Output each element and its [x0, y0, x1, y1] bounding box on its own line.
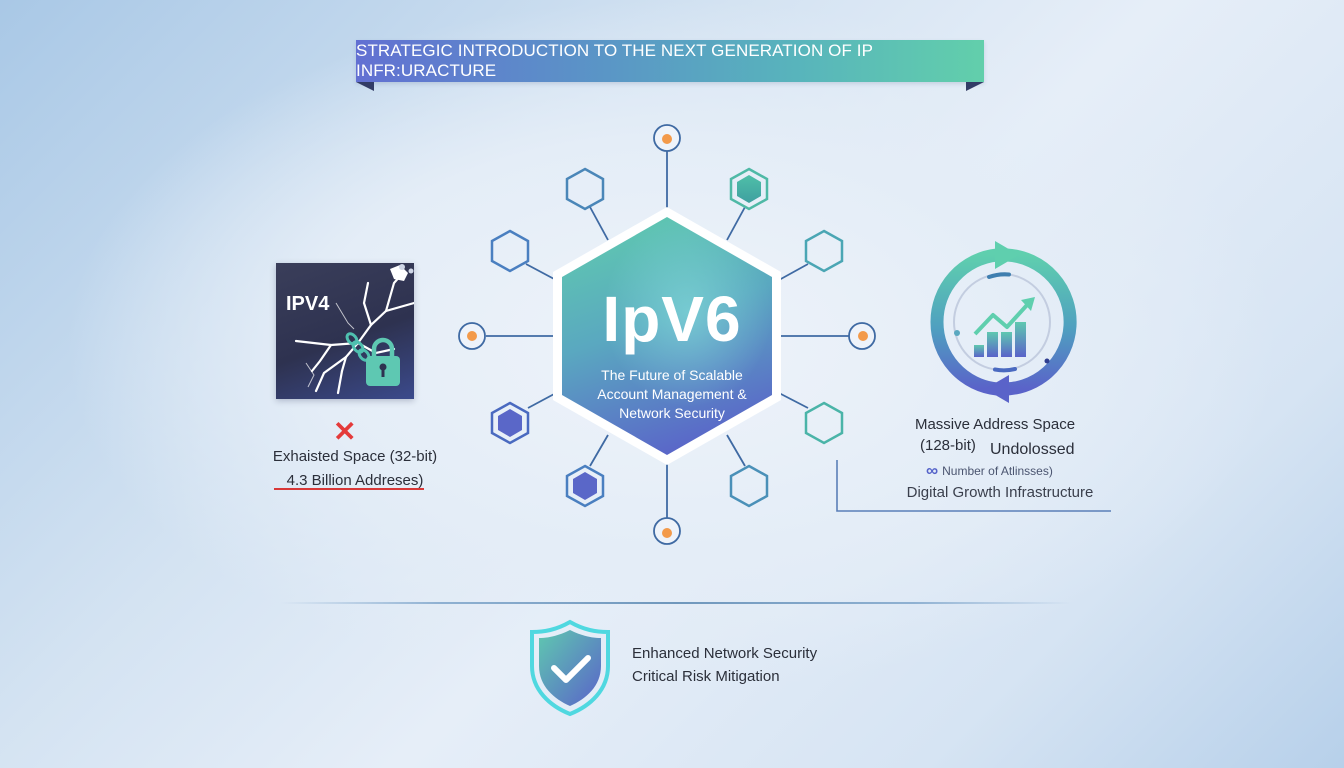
padlock-icon [366, 337, 400, 386]
ipv4-underline [274, 488, 424, 490]
hex-node-lower-right [729, 464, 769, 508]
section-divider [280, 602, 1072, 604]
hex-node-right-lower [804, 401, 844, 445]
ipv4-address-count: 4.3 Billion Addreses) [286, 472, 424, 489]
ipv6-subtitle: The Future of Scalable Account Managemen… [572, 366, 772, 423]
hex-node-lower-left [565, 464, 605, 508]
banner-fold-left [356, 82, 374, 91]
growth-caption-count: ∞ Number of Atlinsses) [926, 462, 1053, 479]
pin-node-bottom [653, 517, 681, 545]
security-title: Enhanced Network Security [632, 645, 818, 662]
pin-node-right [848, 322, 876, 350]
title-banner: STRATEGIC INTRODUCTION TO THE NEXT GENER… [356, 40, 984, 82]
x-mark-icon: ✕ [333, 416, 357, 447]
ipv4-caption: Exhaisted Space (32-bit) [272, 448, 438, 465]
growth-caption-bits: (128-bit) [920, 437, 976, 454]
ipv4-card: IPV4 [276, 263, 414, 399]
growth-cycle-icon [930, 241, 1077, 403]
growth-count-text: Number of Atlinsses) [942, 463, 1053, 478]
hex-node-upper-left [565, 167, 605, 211]
pin-node-top [653, 124, 681, 152]
ipv6-title: IpV6 [602, 283, 742, 355]
growth-caption-title: Massive Address Space [914, 416, 1076, 433]
ipv6-subtitle-line: Account Management & [597, 386, 747, 402]
shield-check-icon [530, 619, 610, 717]
hex-node-upper-right [729, 167, 769, 211]
banner-title: STRATEGIC INTRODUCTION TO THE NEXT GENER… [356, 41, 873, 80]
hex-node-left-lower [490, 401, 530, 445]
infinity-icon: ∞ [926, 461, 939, 480]
connector-lines [486, 150, 852, 518]
right-bracket-line [836, 460, 1111, 512]
security-subtitle: Critical Risk Mitigation [632, 668, 780, 685]
ipv6-subtitle-line: The Future of Scalable [601, 367, 743, 383]
banner-fold-right [966, 82, 984, 91]
ipv4-label: IPV4 [286, 293, 330, 315]
ipv6-subtitle-line: Network Security [619, 405, 725, 421]
growth-caption-undisclosed: Undolossed [990, 441, 1075, 458]
pin-node-left [458, 322, 486, 350]
hex-node-right-upper [804, 229, 844, 273]
hex-node-left-upper [490, 229, 530, 273]
growth-caption-infrastructure: Digital Growth Infrastructure [906, 484, 1094, 501]
